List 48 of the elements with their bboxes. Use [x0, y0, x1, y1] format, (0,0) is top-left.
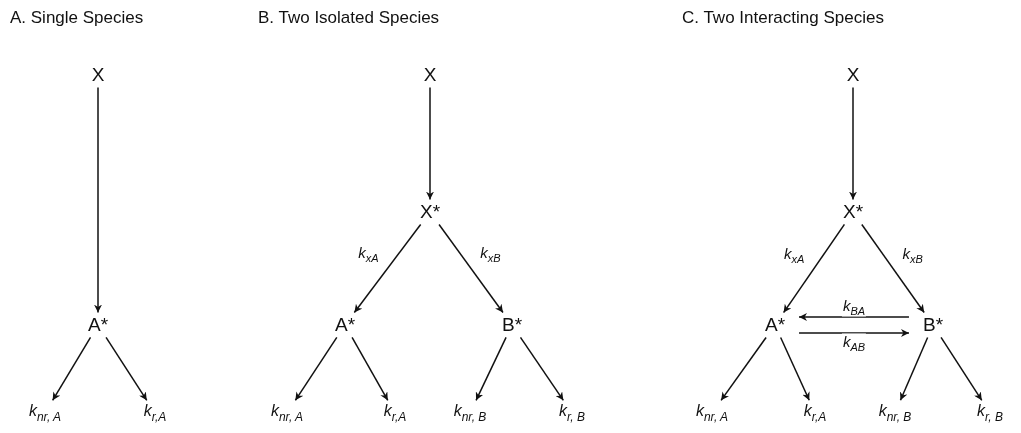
arrow [782, 223, 846, 314]
rate-constant: k$_{nr, A}$ [695, 402, 729, 424]
arrow [105, 336, 148, 402]
panel-title: B. Two Isolated Species [258, 8, 440, 28]
arrow [351, 336, 389, 402]
rate-constant: k$_{nr, A}$ [28, 402, 62, 424]
arrow [720, 336, 767, 402]
arrow [779, 336, 810, 402]
arrow [798, 329, 910, 337]
rate-constant: k$_{r, B}$ [977, 402, 1003, 424]
arrow [861, 223, 925, 314]
panel-title: A. Single Species [10, 8, 144, 28]
arrow [849, 86, 857, 201]
arrow [475, 336, 507, 402]
rate-constant: k$_{nr, B}$ [878, 402, 912, 424]
species-label: X* [419, 201, 441, 223]
rate-constant: k$_{nr, B}$ [453, 402, 487, 424]
arrow [353, 223, 422, 314]
arrow [51, 336, 92, 402]
arrow [519, 336, 565, 402]
arrow [94, 86, 102, 314]
species-label: X [846, 64, 860, 86]
arrow [798, 313, 910, 321]
species-label: X [91, 64, 105, 86]
arrow [426, 86, 434, 201]
species-label: B* [922, 314, 944, 336]
species-label: A* [764, 314, 786, 336]
rate-constant: k$_{r,A}$ [803, 402, 827, 424]
species-label: A* [334, 314, 356, 336]
arrow [940, 336, 983, 402]
edge-label: k$_{BA}$ [841, 297, 867, 317]
panel-title: C. Two Interacting Species [682, 8, 884, 28]
edge-label: k$_{xB}$ [479, 244, 502, 264]
species-label: B* [501, 314, 523, 336]
edge-label: k$_{AB}$ [841, 333, 867, 353]
edge-label: k$_{xA}$ [357, 244, 380, 264]
rate-constant: k$_{r,A}$ [383, 402, 407, 424]
arrow [294, 336, 338, 402]
species-label: A* [87, 314, 109, 336]
arrow [438, 223, 504, 314]
arrow [899, 336, 929, 402]
species-label: X [423, 64, 437, 86]
rate-constant: k$_{nr, A}$ [270, 402, 304, 424]
rate-constant: k$_{r, B}$ [559, 402, 585, 424]
edge-label: k$_{xA}$ [783, 245, 806, 265]
rate-constant: k$_{r,A}$ [143, 402, 167, 424]
species-label: X* [842, 201, 864, 223]
edge-label: k$_{xB}$ [901, 245, 924, 265]
